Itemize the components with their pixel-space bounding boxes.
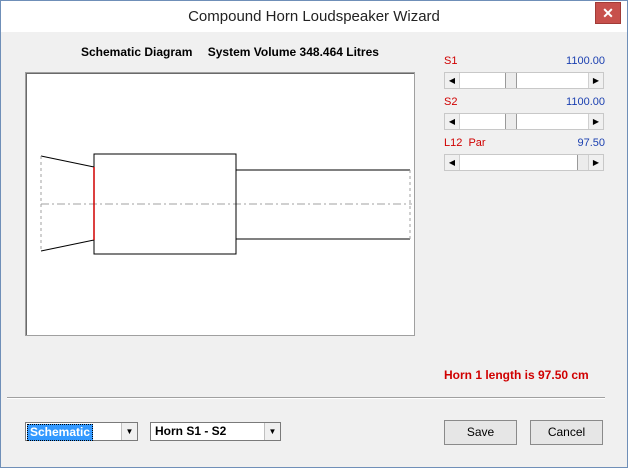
view-select-value: Schematic bbox=[27, 424, 94, 441]
diagram-title: Schematic Diagram bbox=[81, 45, 193, 59]
s2-right-arrow-icon[interactable]: ▶ bbox=[588, 114, 603, 129]
client-area: Schematic Diagram System Volume 348.464 … bbox=[7, 32, 621, 461]
l12-slider[interactable]: ◀ ▶ bbox=[444, 154, 604, 171]
diagram-heading: Schematic Diagram System Volume 348.464 … bbox=[81, 45, 391, 59]
window-title: Compound Horn Loudspeaker Wizard bbox=[188, 8, 440, 25]
l12-left-arrow-icon[interactable]: ◀ bbox=[445, 155, 460, 170]
chevron-down-icon[interactable]: ▼ bbox=[121, 423, 137, 440]
s1-right-arrow-icon[interactable]: ▶ bbox=[588, 73, 603, 88]
s2-label: S2 bbox=[444, 96, 458, 108]
s2-value: 1100.00 bbox=[566, 96, 605, 108]
l12-label: L12 Par bbox=[444, 137, 486, 149]
s1-slider-thumb[interactable] bbox=[505, 73, 517, 88]
horn-select[interactable]: Horn S1 - S2 ▼ bbox=[150, 422, 281, 441]
divider bbox=[7, 397, 605, 399]
l12-value: 97.50 bbox=[577, 137, 605, 149]
close-icon: ✕ bbox=[602, 5, 614, 21]
s1-left-arrow-icon[interactable]: ◀ bbox=[445, 73, 460, 88]
s1-slider[interactable]: ◀ ▶ bbox=[444, 72, 604, 89]
horn-select-value: Horn S1 - S2 bbox=[155, 424, 227, 438]
save-button[interactable]: Save bbox=[444, 420, 517, 445]
close-button[interactable]: ✕ bbox=[595, 2, 621, 24]
horn-flare-bottom bbox=[40, 239, 95, 252]
horn-length-status: Horn 1 length is 97.50 cm bbox=[444, 368, 589, 382]
title-bar: Compound Horn Loudspeaker Wizard ✕ bbox=[1, 1, 627, 32]
view-select[interactable]: Schematic ▼ bbox=[25, 422, 138, 441]
schematic-canvas bbox=[25, 72, 415, 336]
chevron-down-icon[interactable]: ▼ bbox=[264, 423, 280, 440]
system-volume: System Volume 348.464 Litres bbox=[207, 45, 379, 59]
s2-left-arrow-icon[interactable]: ◀ bbox=[445, 114, 460, 129]
s1-label: S1 bbox=[444, 55, 458, 67]
s2-slider[interactable]: ◀ ▶ bbox=[444, 113, 604, 130]
cancel-button[interactable]: Cancel bbox=[530, 420, 603, 445]
s2-slider-thumb[interactable] bbox=[505, 114, 517, 129]
horn-schematic bbox=[40, 153, 412, 255]
horn-flare-top bbox=[40, 155, 95, 168]
l12-right-arrow-icon[interactable]: ▶ bbox=[588, 155, 603, 170]
s1-value: 1100.00 bbox=[566, 55, 605, 67]
